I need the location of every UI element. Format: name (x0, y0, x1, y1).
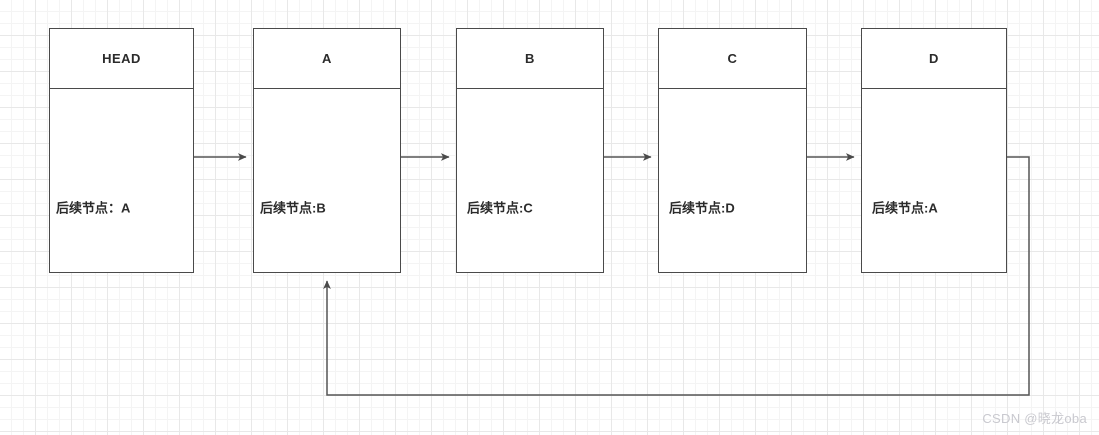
node-d-next-pointer: 后续节点:A (872, 200, 938, 216)
watermark-label: CSDN @晓龙oba (982, 411, 1087, 426)
node-c[interactable]: C 后续节点:D (658, 28, 807, 273)
node-a-body: 后续节点:B (254, 89, 400, 272)
node-head-title: HEAD (50, 29, 193, 89)
node-d-body: 后续节点:A (862, 89, 1006, 272)
node-b[interactable]: B 后续节点:C (456, 28, 604, 273)
node-b-next-pointer: 后续节点:C (467, 200, 533, 216)
node-b-title: B (457, 29, 603, 89)
node-c-title: C (659, 29, 806, 89)
node-d-title: D (862, 29, 1006, 89)
node-c-next-pointer: 后续节点:D (669, 200, 735, 216)
node-head-body: 后续节点：A (50, 89, 193, 272)
node-b-body: 后续节点:C (457, 89, 603, 272)
node-a-next-pointer: 后续节点:B (260, 200, 326, 216)
node-c-body: 后续节点:D (659, 89, 806, 272)
node-a-title: A (254, 29, 400, 89)
node-a[interactable]: A 后续节点:B (253, 28, 401, 273)
node-head[interactable]: HEAD 后续节点：A (49, 28, 194, 273)
node-head-next-pointer: 后续节点：A (56, 200, 131, 216)
node-d[interactable]: D 后续节点:A (861, 28, 1007, 273)
